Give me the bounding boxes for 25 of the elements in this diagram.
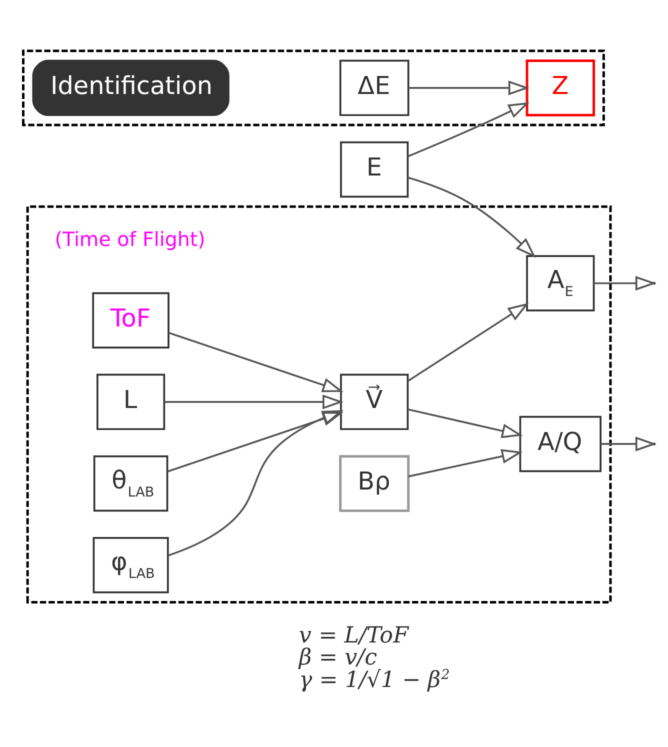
node-box: Bρ — [339, 455, 410, 512]
node-label: (Time of Flight) — [54, 228, 206, 251]
arrow — [167, 412, 344, 472]
arrow — [168, 332, 344, 392]
arrow — [408, 408, 523, 438]
node-box: Identification — [32, 60, 230, 116]
arrow — [164, 394, 344, 410]
arrow — [408, 176, 536, 258]
node-box: L — [96, 374, 166, 430]
cluster — [26, 205, 612, 604]
arrow — [168, 410, 344, 556]
arrow — [408, 449, 523, 478]
node-box: ΔE — [339, 60, 410, 116]
node-box: V⃗ — [340, 374, 409, 430]
arrow — [408, 102, 530, 158]
node-box: E — [340, 141, 409, 198]
node-box: Z — [526, 59, 596, 116]
node-box: φ$_{LAB}$ — [92, 537, 169, 594]
arrow — [407, 302, 529, 382]
node-box: θ$_{LAB}$ — [93, 455, 168, 512]
cluster — [22, 50, 605, 126]
arrow — [408, 80, 530, 96]
node-box: A$_{E}$ — [526, 255, 595, 312]
node-box: ToF — [92, 292, 170, 348]
node-box: A/Q — [519, 416, 602, 472]
